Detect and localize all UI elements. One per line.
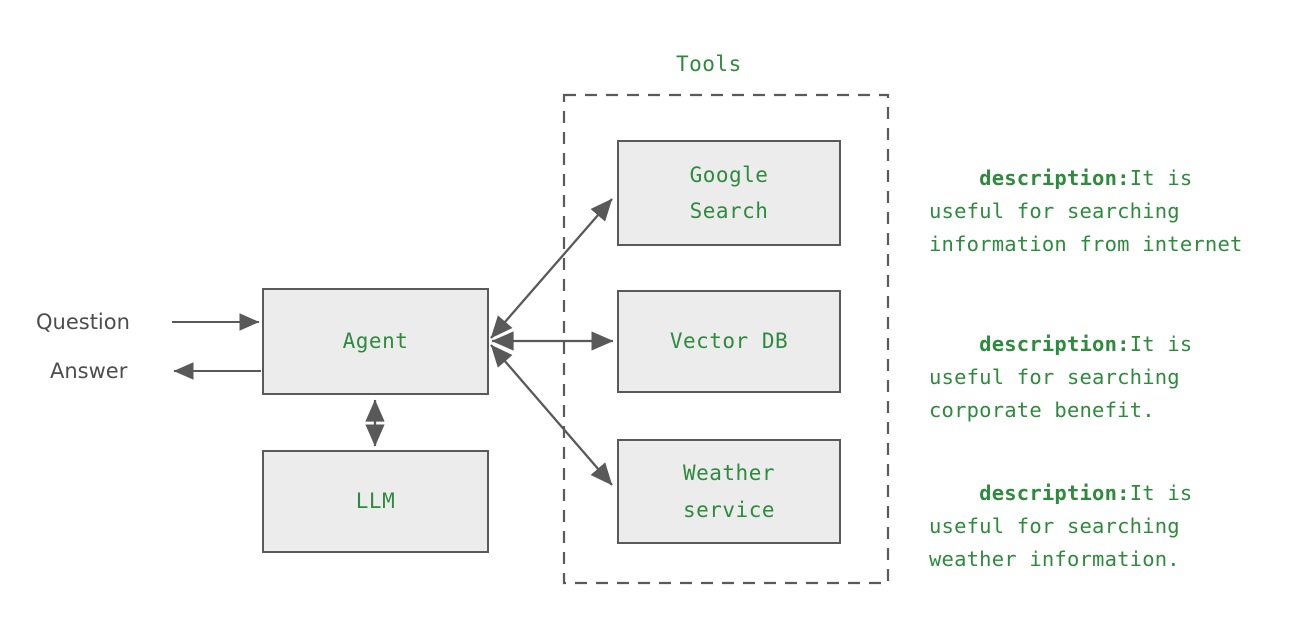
description-text: It is useful for searching weather infor… [929,481,1205,571]
node-weather-service[interactable]: Weather service [617,439,841,544]
description-key-label: description: [979,481,1130,505]
question-label: Question [36,310,130,334]
description-key-label: description: [979,166,1130,190]
description-vector-db: description:It is useful for searching c… [929,295,1259,460]
edge-agent-google-search [490,198,613,339]
node-google-search[interactable]: Google Search [617,140,841,246]
description-weather-service: description:It is useful for searching w… [929,444,1259,609]
node-agent[interactable]: Agent [262,288,489,395]
tools-group-label: Tools [676,52,742,76]
description-text: It is useful for searching corporate ben… [929,332,1205,422]
description-key-label: description: [979,332,1130,356]
node-llm[interactable]: LLM [262,450,489,553]
description-text: It is useful for searching information f… [929,166,1243,256]
node-vector-db[interactable]: Vector DB [617,290,841,393]
edge-agent-weather-service [490,344,613,486]
description-google-search: description:It is useful for searching i… [929,129,1259,294]
answer-label: Answer [50,359,128,383]
